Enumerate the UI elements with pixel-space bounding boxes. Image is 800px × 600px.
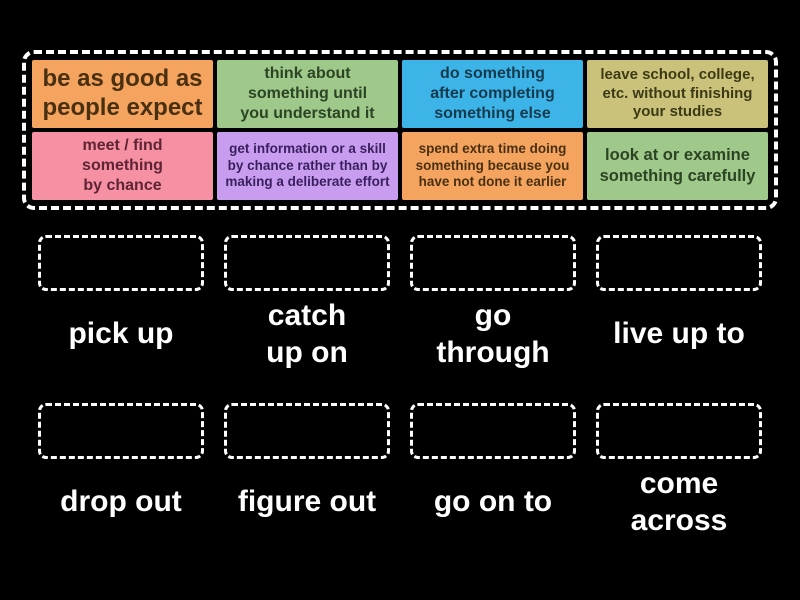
drop-slot[interactable] <box>596 403 762 459</box>
match-item: figure out <box>214 403 400 545</box>
phrasal-verb-label: live up to <box>613 317 745 351</box>
definitions-pool: be as good as people expect think about … <box>22 50 778 210</box>
phrasal-verb-label: go on to <box>433 485 553 519</box>
answer-row-1: pick up catch up on go through live up t… <box>28 235 772 377</box>
match-item: go on to <box>400 403 586 545</box>
definition-card[interactable]: look at or examine something carefully <box>587 132 768 200</box>
definition-card[interactable]: leave school, college, etc. without fini… <box>587 60 768 128</box>
definition-card[interactable]: get information or a skill by chance rat… <box>217 132 398 200</box>
drop-slot[interactable] <box>224 235 390 291</box>
definition-card[interactable]: spend extra time doing something because… <box>402 132 583 200</box>
drop-slot[interactable] <box>596 235 762 291</box>
match-item: go through <box>400 235 586 377</box>
drop-slot[interactable] <box>38 403 204 459</box>
match-item: drop out <box>28 403 214 545</box>
match-item: pick up <box>28 235 214 377</box>
drop-slot[interactable] <box>224 403 390 459</box>
definition-card[interactable]: do something after completing something … <box>402 60 583 128</box>
answer-row-2: drop out figure out go on to come across <box>28 403 772 545</box>
drop-slot[interactable] <box>410 403 576 459</box>
drop-slot[interactable] <box>38 235 204 291</box>
phrasal-verb-label: catch up on <box>266 298 348 370</box>
phrasal-verb-label: go through <box>436 298 550 370</box>
phrasal-verb-label: come across <box>630 466 728 538</box>
drop-slot[interactable] <box>410 235 576 291</box>
match-item: come across <box>586 403 772 545</box>
definition-card[interactable]: think about something until you understa… <box>217 60 398 128</box>
match-item: catch up on <box>214 235 400 377</box>
phrasal-verb-label: figure out <box>237 485 377 519</box>
definition-card[interactable]: meet / find something by chance <box>32 132 213 200</box>
phrasal-verb-label: pick up <box>68 317 174 351</box>
match-item: live up to <box>586 235 772 377</box>
definition-card[interactable]: be as good as people expect <box>32 60 213 128</box>
phrasal-verb-label: drop out <box>60 485 182 519</box>
